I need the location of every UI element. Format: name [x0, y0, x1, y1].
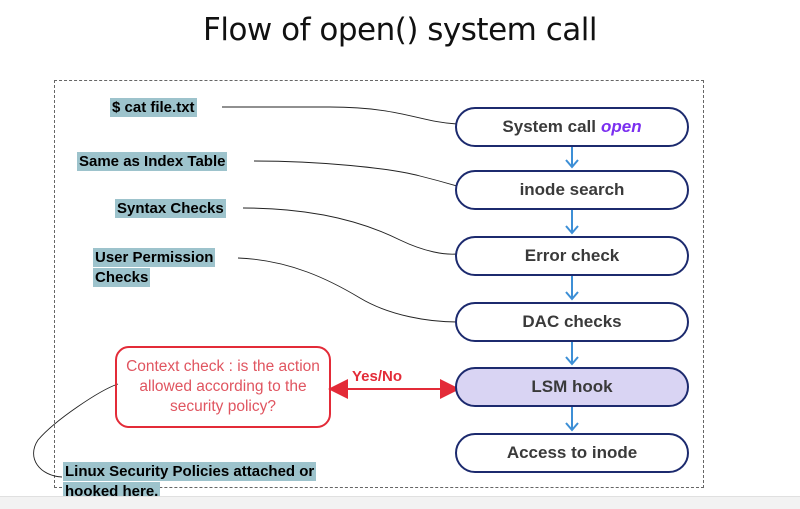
node-access-to-inode: Access to inode — [455, 433, 689, 473]
node-lsm-hook: LSM hook — [455, 367, 689, 407]
label-linux-security-line1: Linux Security Policies attached or — [63, 462, 317, 481]
node-dac-checks: DAC checks — [455, 302, 689, 342]
arrow-dac-to-lsm — [565, 342, 579, 366]
arrow-error-to-dac — [565, 276, 579, 301]
node-system-call-open: System call open — [455, 107, 689, 147]
connector-permission — [237, 257, 458, 323]
context-check-box: Context check : is the action allowed ac… — [115, 346, 331, 428]
window-bottom-bar — [0, 496, 800, 509]
yes-no-label: Yes/No — [352, 368, 403, 385]
node-system-call-open-word: open — [600, 117, 642, 136]
label-user-permission-line1: User Permission — [93, 248, 216, 267]
arrow-lsm-to-access — [565, 407, 579, 432]
label-syntax-checks: Syntax Checks — [115, 199, 226, 218]
connector-linux — [33, 383, 119, 478]
arrow-syscall-to-inode — [565, 146, 579, 169]
arrow-inode-to-error — [565, 210, 579, 235]
diagram-frame — [54, 80, 704, 488]
node-inode-search: inode search — [455, 170, 689, 210]
diagram-title: Flow of open() system call — [203, 12, 597, 48]
label-user-permission-line2: Checks — [93, 268, 151, 287]
connector-cat — [222, 106, 458, 125]
context-check-text: Context check : is the action allowed ac… — [126, 358, 320, 415]
label-cat-file: $ cat file.txt — [110, 98, 197, 117]
node-error-check: Error check — [455, 236, 689, 276]
connector-syntax — [242, 207, 458, 255]
connector-index — [253, 160, 458, 187]
node-system-call-text: System call — [502, 117, 596, 136]
label-index-table: Same as Index Table — [77, 152, 228, 171]
